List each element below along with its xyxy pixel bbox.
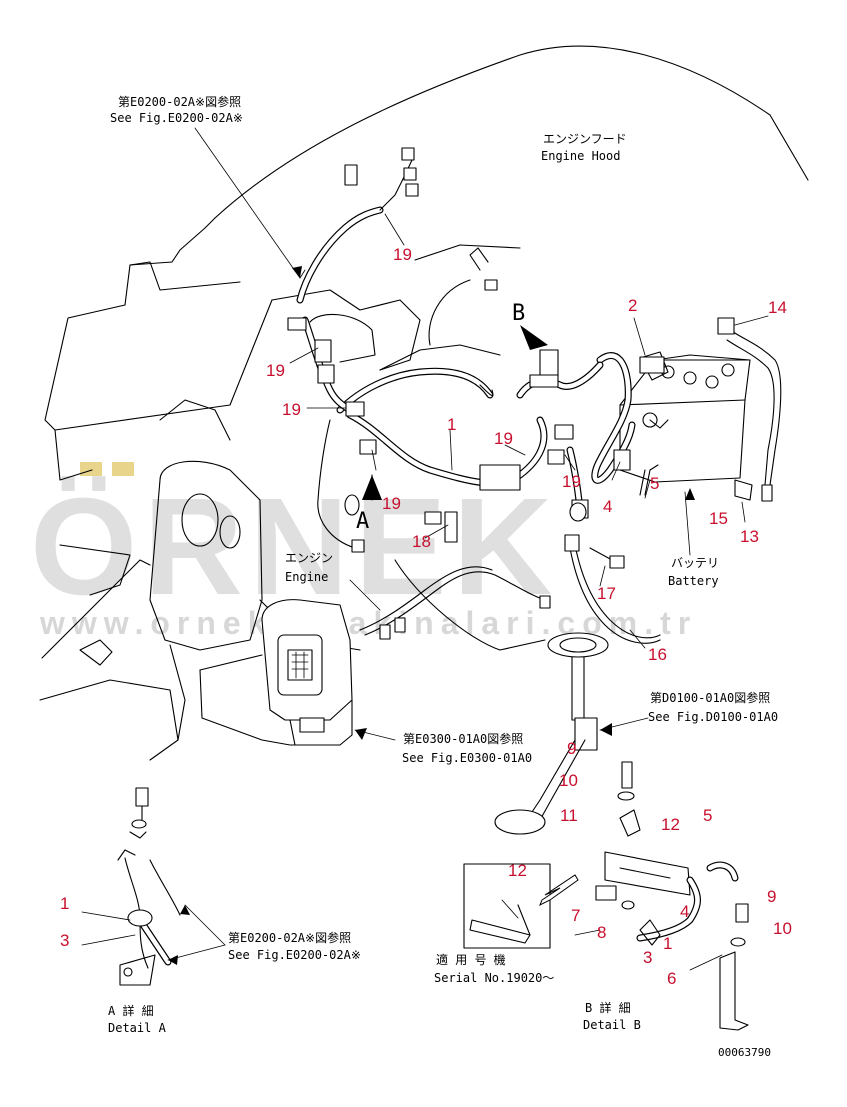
battery-en: Battery [668,574,719,588]
callout-detail-b-9: 9 [767,887,776,906]
callout-19: 19 [266,361,285,380]
ref-e0200b-en: See Fig.E0200-02A※ [228,948,361,962]
reference-notes: 第E0200-02A※図参照 See Fig.E0200-02A※ エンジンフー… [108,94,778,1059]
ref-e0200-jp: 第E0200-02A※図参照 [118,94,241,109]
ref-e0200-en: See Fig.E0200-02A※ [110,111,243,125]
watermark-brand: ÖRNEK [30,470,558,624]
callout-detail-b-8: 8 [597,923,606,942]
callout-10: 10 [559,771,578,790]
callout-19: 19 [393,245,412,264]
ref-e0200b-jp: 第E0200-02A※図参照 [228,930,351,945]
callout-2: 2 [628,296,637,315]
callout-11: 11 [560,806,578,825]
callout-detail-b-3: 3 [643,948,652,967]
hood-jp: エンジンフード [543,132,627,146]
callout-4: 4 [603,497,612,516]
callout-13: 13 [740,527,759,546]
battery [619,351,751,483]
watermark: ÖRNEK www.ornekismakinalari.com.tr [30,462,697,641]
callout-12: 12 [661,815,680,834]
callout-15: 15 [709,509,728,528]
callout-17: 17 [597,584,616,603]
callout-detail-a-1: 1 [60,894,69,913]
serial-jp: 適 用 号 機 [436,952,506,967]
callout-detail-b-5: 5 [703,806,712,825]
serial-inset [463,863,579,949]
callout-5: 5 [650,474,659,493]
watermark-dot-icon [112,462,134,476]
callout-9: 9 [567,739,576,758]
callout-18: 18 [412,532,431,551]
callout-detail-b-10: 10 [773,919,792,938]
engine-en: Engine [285,570,328,584]
callout-16: 16 [648,645,667,664]
detail-a [81,787,226,986]
callout-1: 1 [447,415,456,434]
engine-jp: エンジン [285,551,333,565]
engine-wires [317,419,587,640]
detail-b-jp: B 詳 細 [585,1000,631,1015]
callouts: 1 2 4 5 9 10 11 12 13 14 15 16 17 18 19 … [60,245,792,988]
callout-detail-b-4: 4 [680,902,689,921]
detail-a-jp: A 詳 細 [108,1003,154,1018]
watermark-dot-icon [80,462,102,476]
detail-b [574,761,749,1031]
callout-19: 19 [282,400,301,419]
main-harness [296,147,636,514]
callout-19: 19 [494,429,513,448]
leader-lines [194,127,769,741]
serial-en: Serial No.19020～ [434,971,554,985]
view-b-label: B [512,301,525,326]
callout-19: 19 [562,472,581,491]
battery-cables [564,317,782,644]
ref-e0300-en: See Fig.E0300-01A0 [402,751,532,765]
view-arrows: A B [356,301,548,534]
callout-detail-b-6: 6 [667,969,676,988]
callout-serial-12: 12 [508,861,527,880]
controller-box [199,599,353,746]
pedal-assembly [494,632,609,835]
drawing-number: 00063790 [718,1046,771,1059]
callout-detail-b-1: 1 [663,934,672,953]
hood-en: Engine Hood [541,149,620,163]
ref-e0300-jp: 第E0300-01A0図参照 [403,731,523,746]
battery-jp: バッテリ [671,556,719,570]
callout-detail-b-7: 7 [571,906,580,925]
watermark-url: www.ornekismakinalari.com.tr [39,605,697,641]
detail-a-en: Detail A [108,1021,167,1035]
ref-d0100-jp: 第D0100-01A0図参照 [650,690,770,705]
callout-detail-a-3: 3 [60,931,69,950]
callout-14: 14 [768,298,787,317]
ref-d0100-en: See Fig.D0100-01A0 [648,710,778,724]
view-a-label: A [356,509,369,534]
callout-19: 19 [382,494,401,513]
detail-b-en: Detail B [583,1018,641,1032]
